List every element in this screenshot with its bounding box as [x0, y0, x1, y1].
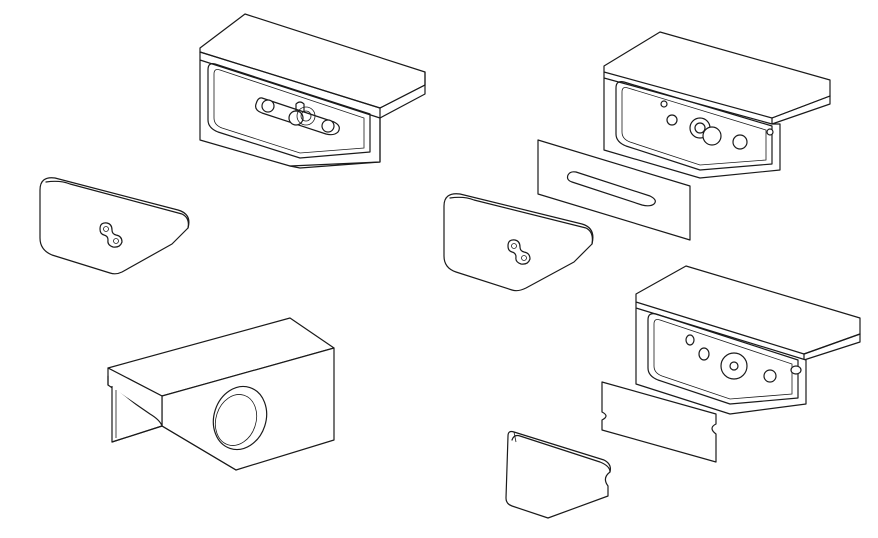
bracket-holes-bottom-right [635, 265, 861, 415]
shim-notched-bottom-right [601, 381, 717, 463]
shim-slot-right [537, 139, 691, 241]
plate-notched-bottom [505, 430, 611, 519]
bracket-holes-top-right [603, 31, 831, 179]
plate-bean-right [443, 193, 594, 292]
bracket-slot-top-left [199, 13, 426, 169]
plate-bean-left [39, 177, 190, 275]
housing-boss-bottom-left [107, 317, 335, 471]
